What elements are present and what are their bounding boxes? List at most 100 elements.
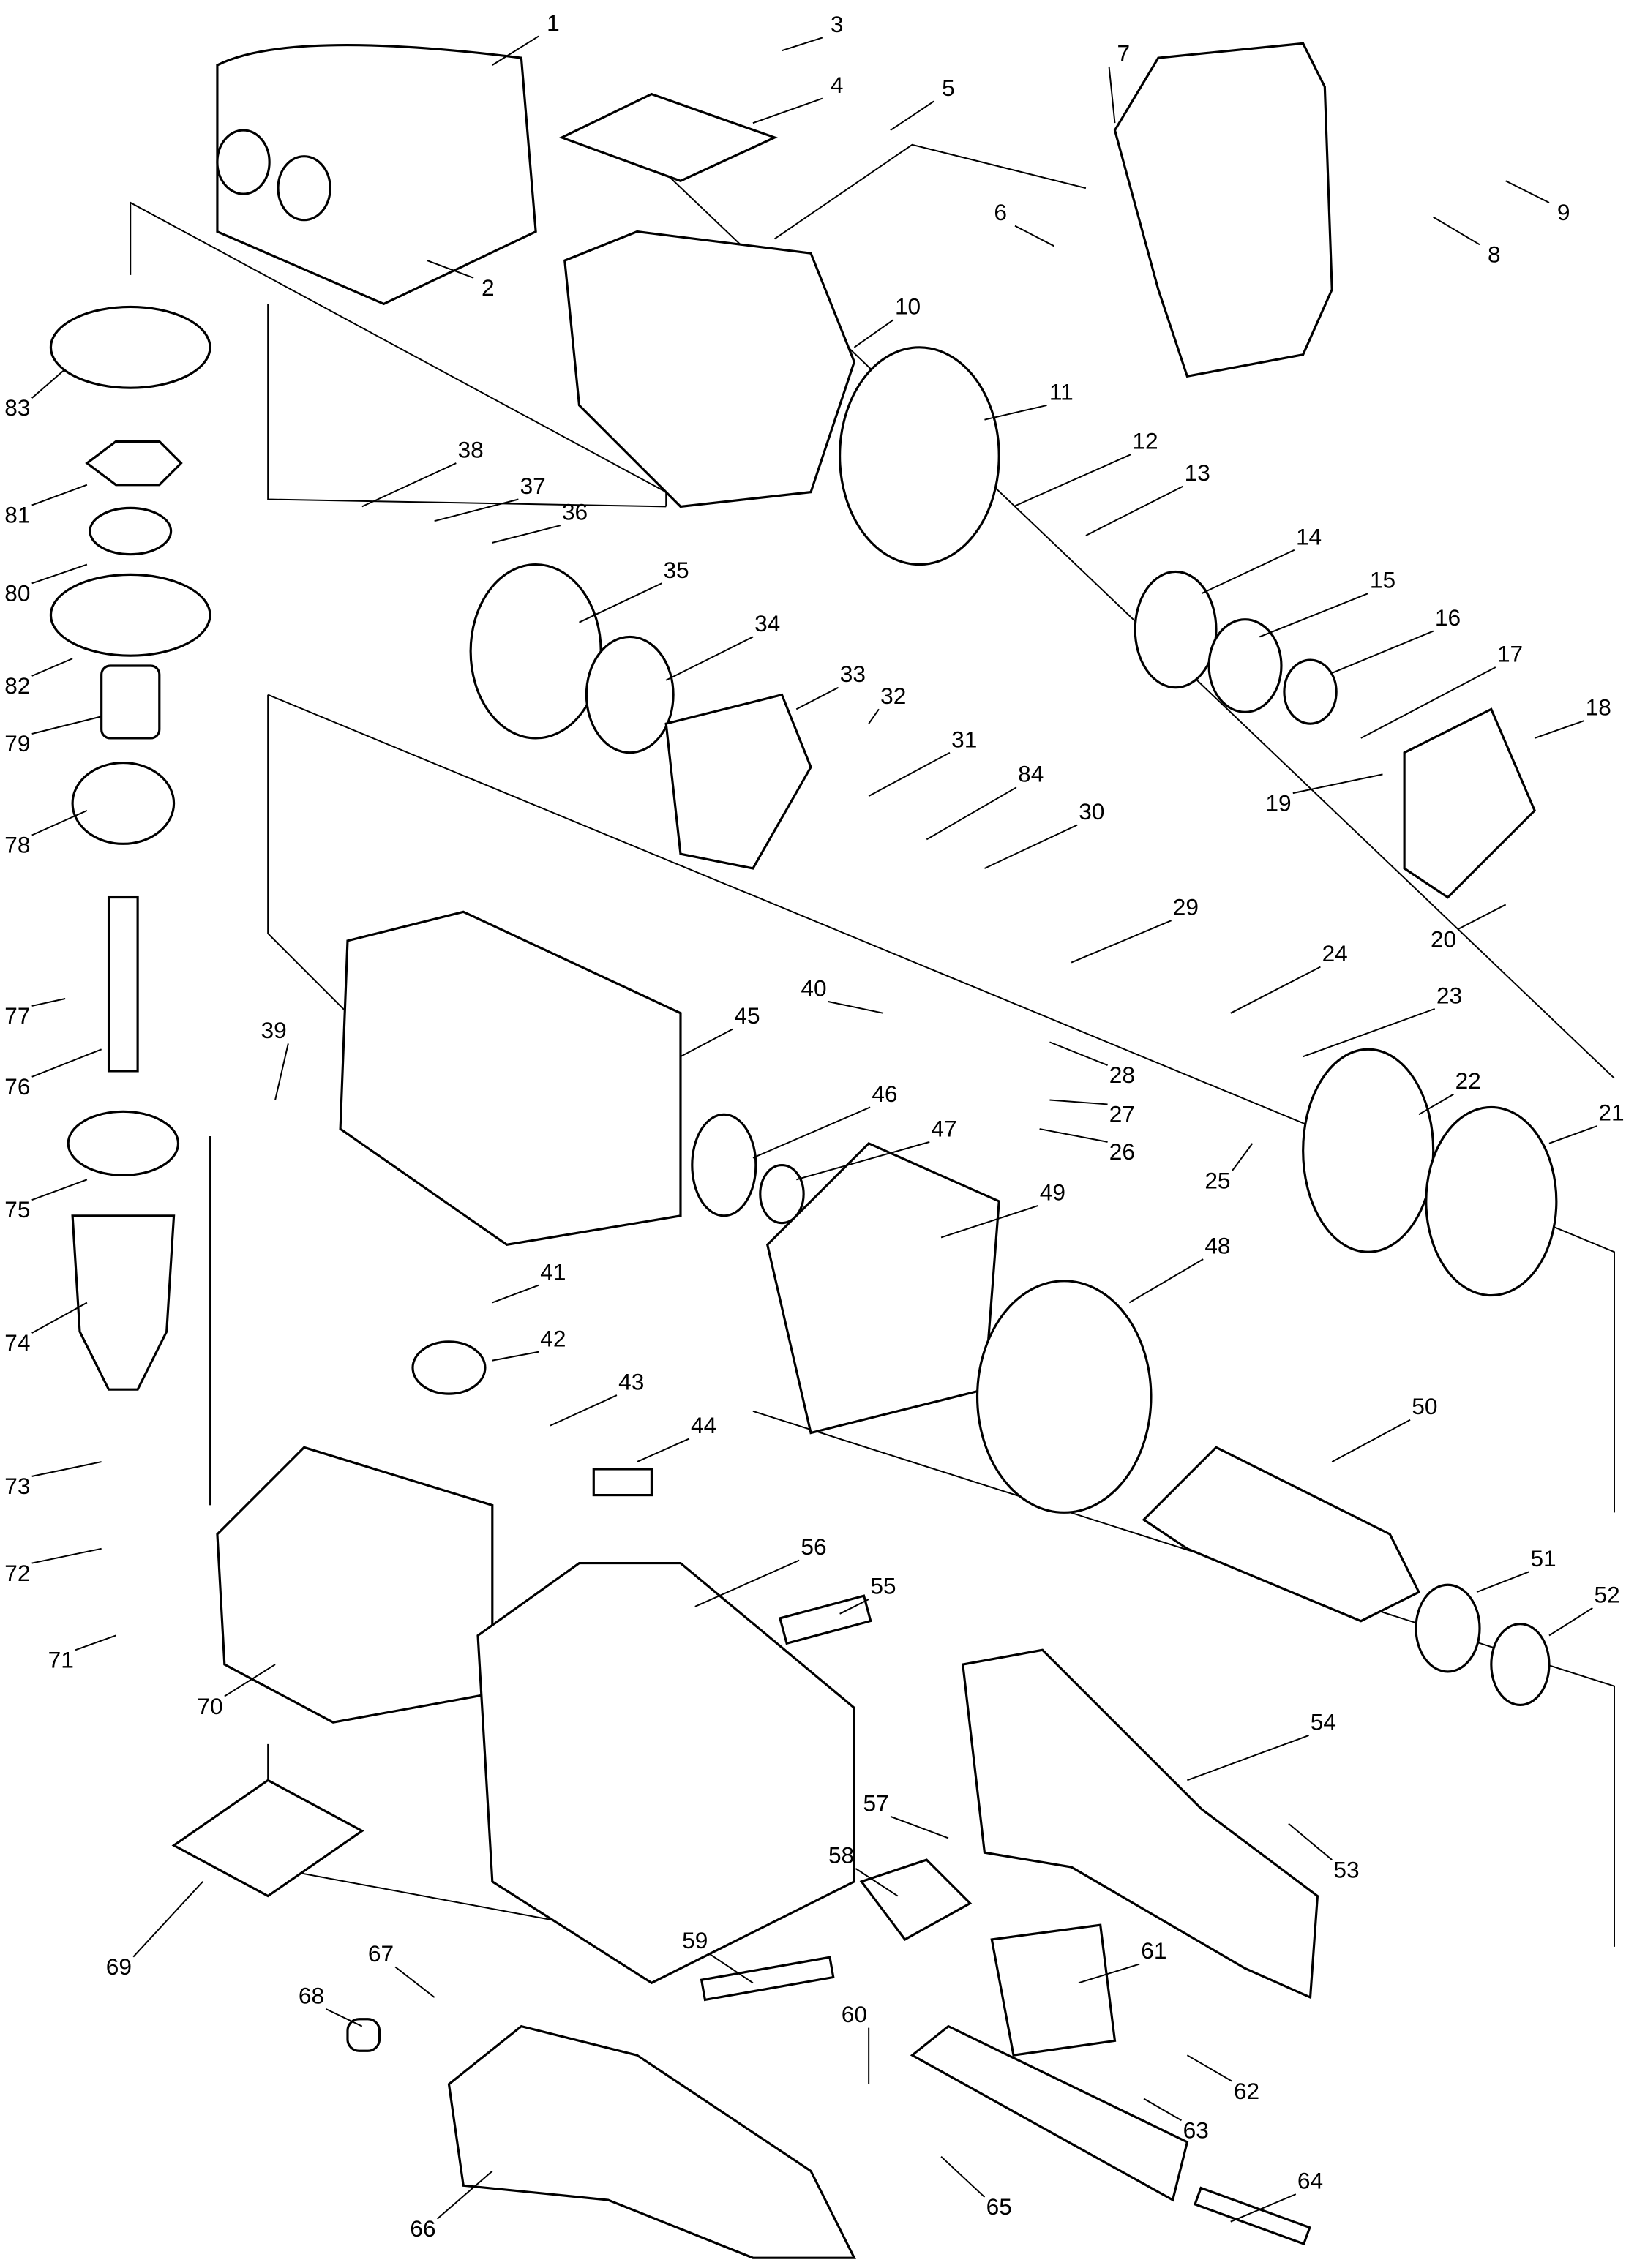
lever-42	[411, 1340, 487, 1395]
leader-line-58	[855, 1868, 899, 1897]
leader-line-69	[132, 1881, 203, 1958]
leader-line-5	[890, 100, 934, 131]
leader-line-34	[665, 636, 754, 681]
leader-line-18	[1534, 720, 1584, 739]
part-label-4: 4	[831, 72, 844, 98]
leader-line-14	[1201, 549, 1295, 594]
washer-47	[759, 1163, 805, 1225]
part-label-82: 82	[4, 672, 30, 699]
field-housing-70	[216, 1446, 494, 1724]
leader-line-62	[1186, 2054, 1233, 2082]
part-label-46: 46	[872, 1081, 897, 1107]
part-label-26: 26	[1109, 1138, 1135, 1165]
part-label-84: 84	[1018, 761, 1044, 787]
part-label-43: 43	[618, 1369, 644, 1395]
motor-housing-56	[476, 1561, 855, 1985]
part-label-51: 51	[1530, 1545, 1556, 1572]
plate-18	[1403, 707, 1537, 899]
part-label-76: 76	[4, 1073, 30, 1100]
leader-line-54	[1187, 1735, 1309, 1781]
label-plate-69	[171, 1779, 364, 1898]
handle-cover-66	[447, 2024, 856, 2259]
leader-line-28	[1049, 1041, 1108, 1066]
part-label-70: 70	[197, 1693, 222, 1719]
leader-line-19	[1292, 773, 1383, 795]
leader-line-84	[926, 786, 1017, 841]
part-label-8: 8	[1488, 241, 1501, 268]
leader-line-24	[1230, 966, 1321, 1014]
leader-line-53	[1288, 1822, 1333, 1860]
leader-line-72	[31, 1547, 102, 1564]
part-label-18: 18	[1586, 694, 1611, 721]
part-label-59: 59	[682, 1927, 708, 1953]
rod-59	[700, 1956, 835, 2002]
leader-line-17	[1360, 666, 1496, 739]
gear-housing	[563, 230, 856, 508]
part-label-73: 73	[4, 1473, 30, 1499]
ring-gear-35	[469, 563, 602, 740]
switch-44	[592, 1468, 653, 1497]
leader-line-77	[31, 998, 66, 1007]
motor-housing-45	[339, 910, 682, 1247]
leader-line-36	[492, 525, 561, 544]
spindle	[107, 895, 139, 1073]
flange	[49, 573, 211, 657]
part-label-68: 68	[299, 1982, 324, 2008]
part-label-24: 24	[1322, 940, 1348, 966]
part-label-38: 38	[458, 437, 484, 463]
part-label-83: 83	[4, 394, 30, 421]
leader-line-81	[31, 484, 88, 506]
part-label-3: 3	[831, 11, 844, 37]
part-label-40: 40	[801, 975, 826, 1002]
part-label-69: 69	[106, 1953, 132, 1980]
brush-holder-cap-68	[346, 2018, 381, 2052]
leader-line-74	[31, 1302, 88, 1334]
leader-line-42	[492, 1351, 539, 1362]
leader-line-10	[853, 319, 894, 348]
leader-line-83	[31, 368, 66, 399]
leader-line-80	[31, 563, 88, 585]
leader-line-39	[274, 1043, 289, 1100]
part-label-79: 79	[4, 730, 30, 756]
leader-line-45	[680, 1028, 733, 1058]
parts-drawings	[49, 42, 1558, 2259]
washer	[89, 506, 173, 556]
part-label-14: 14	[1296, 523, 1322, 549]
leader-line-66	[436, 2170, 493, 2220]
leader-line-38	[361, 462, 457, 508]
leader-line-23	[1303, 1007, 1436, 1058]
part-label-52: 52	[1594, 1581, 1619, 1607]
leader-line-15	[1259, 593, 1369, 638]
part-label-21: 21	[1598, 1100, 1624, 1126]
leader-line-78	[31, 809, 88, 836]
part-label-27: 27	[1109, 1101, 1135, 1127]
leader-line-13	[1085, 485, 1183, 536]
part-label-32: 32	[880, 683, 906, 709]
part-label-41: 41	[540, 1258, 566, 1285]
bearing-51	[1415, 1583, 1481, 1673]
sleeve	[100, 664, 161, 740]
cover-hole	[216, 129, 271, 195]
cover-hole	[277, 155, 331, 222]
cord-guard-65	[910, 2024, 1189, 2202]
leader-line-63	[1143, 2098, 1182, 2122]
part-label-23: 23	[1436, 982, 1462, 1008]
leader-line-20	[1457, 904, 1507, 930]
part-label-11: 11	[1049, 378, 1074, 405]
part-label-1: 1	[547, 10, 560, 36]
leader-line-43	[550, 1394, 618, 1427]
leader-line-9	[1505, 180, 1550, 203]
leader-line-56	[694, 1559, 800, 1607]
leader-line-75	[31, 1179, 88, 1201]
part-label-10: 10	[895, 293, 921, 320]
part-label-34: 34	[754, 610, 780, 637]
leader-line-12	[1013, 454, 1131, 508]
leader-line-65	[940, 2155, 986, 2198]
leader-line-35	[579, 582, 662, 623]
leader-line-57	[890, 1815, 949, 1839]
part-label-65: 65	[986, 2193, 1012, 2220]
part-label-44: 44	[691, 1412, 716, 1438]
part-label-35: 35	[663, 557, 689, 583]
leader-line-71	[75, 1634, 116, 1651]
